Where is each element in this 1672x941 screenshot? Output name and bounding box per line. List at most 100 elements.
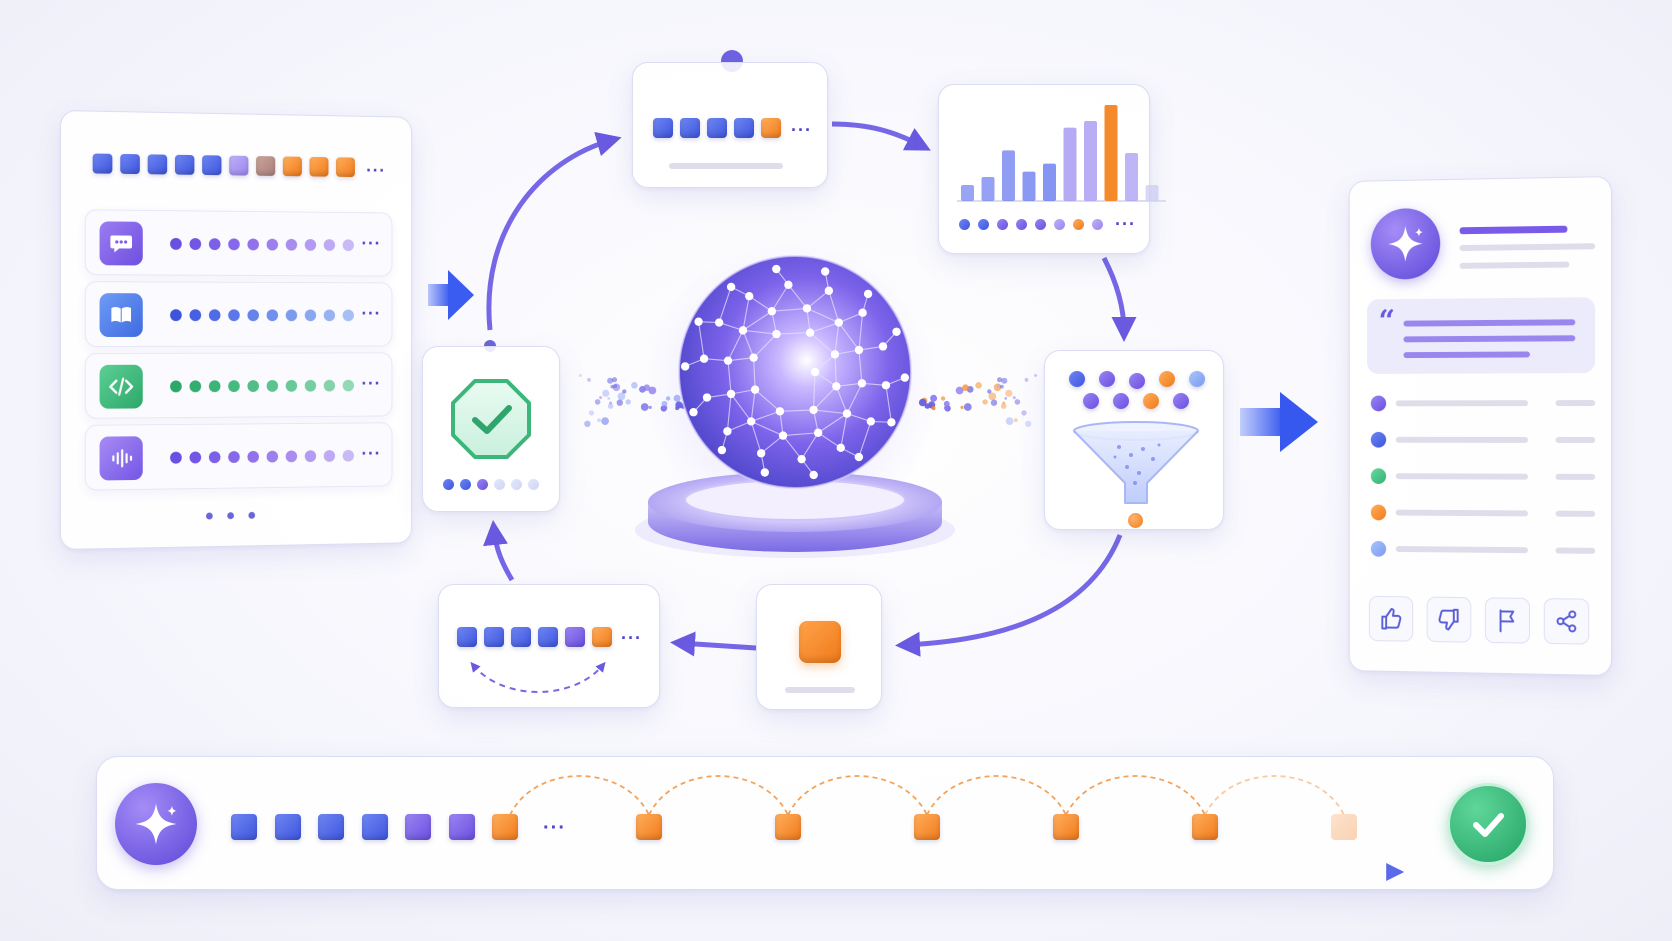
pedestal bbox=[635, 472, 955, 558]
network-node bbox=[694, 317, 703, 326]
network-edge bbox=[750, 421, 762, 454]
network-edge bbox=[806, 290, 830, 309]
network-edge bbox=[730, 393, 752, 422]
particle bbox=[675, 406, 680, 411]
particle bbox=[588, 410, 595, 416]
thumbs-up-icon bbox=[1378, 606, 1403, 632]
sparkle-icon bbox=[115, 783, 197, 865]
quote-block: “ bbox=[1366, 297, 1596, 374]
network-node bbox=[834, 318, 844, 327]
network-node bbox=[723, 427, 732, 436]
particle bbox=[601, 417, 609, 425]
particle bbox=[940, 396, 946, 401]
network-node bbox=[726, 389, 736, 399]
network-edge bbox=[742, 330, 755, 358]
probability-bar bbox=[1125, 153, 1138, 201]
candidate-ball bbox=[1143, 393, 1159, 409]
list-line bbox=[1395, 436, 1528, 443]
step-arc bbox=[509, 775, 650, 816]
network-edge bbox=[835, 386, 848, 414]
network-edge bbox=[809, 322, 839, 334]
loop-arrow-histogram-to-funnel bbox=[1101, 256, 1137, 342]
validation-dot bbox=[460, 479, 471, 490]
prompt-token bbox=[492, 814, 518, 840]
candidate-ball bbox=[1099, 371, 1115, 387]
network-edge bbox=[753, 333, 777, 359]
thumbs-down-button[interactable] bbox=[1426, 596, 1472, 643]
network-node bbox=[854, 452, 864, 462]
source-row-document[interactable]: ··· bbox=[84, 281, 393, 347]
list-line bbox=[1395, 509, 1528, 517]
particle bbox=[578, 374, 582, 377]
particle bbox=[944, 405, 949, 411]
network-node bbox=[802, 304, 812, 313]
flag-button[interactable] bbox=[1484, 597, 1530, 644]
particle bbox=[631, 382, 638, 389]
candidate-ball bbox=[1083, 393, 1099, 409]
histogram-dot bbox=[1016, 219, 1027, 230]
probability-bar bbox=[1022, 171, 1036, 201]
network-edge bbox=[760, 435, 784, 454]
network-edge bbox=[698, 321, 705, 359]
network-edge bbox=[742, 329, 777, 335]
network-node bbox=[820, 267, 830, 276]
subtitle-line bbox=[1459, 261, 1570, 269]
network-node bbox=[717, 445, 727, 455]
prompt-token bbox=[231, 814, 257, 840]
prompt-token bbox=[448, 814, 475, 840]
feedback-actions bbox=[1368, 595, 1603, 645]
probability-bar bbox=[1084, 121, 1097, 201]
network-node bbox=[778, 431, 788, 440]
histogram-dot bbox=[978, 219, 989, 230]
network-node bbox=[854, 345, 864, 355]
network-node bbox=[738, 326, 748, 335]
network-node bbox=[857, 379, 867, 388]
response-panel: “ bbox=[1348, 176, 1612, 676]
network-node bbox=[809, 470, 818, 480]
network-node bbox=[745, 291, 754, 301]
network-edge bbox=[813, 385, 837, 411]
chat-bubble-icon bbox=[99, 221, 143, 266]
particle bbox=[643, 384, 651, 392]
sampling-funnel-card bbox=[1044, 350, 1224, 530]
generated-token bbox=[914, 814, 940, 840]
thumbs-up-button[interactable] bbox=[1368, 595, 1414, 642]
token-square bbox=[707, 118, 727, 138]
particle bbox=[962, 384, 969, 392]
particle bbox=[982, 399, 988, 405]
token-square bbox=[761, 118, 781, 138]
generated-token bbox=[1053, 814, 1079, 840]
particle bbox=[648, 386, 657, 395]
network-edge bbox=[776, 332, 811, 335]
selected-probability-bar bbox=[1104, 105, 1118, 201]
prompt-token bbox=[405, 814, 431, 840]
share-button[interactable] bbox=[1543, 598, 1590, 645]
network-edge bbox=[787, 284, 808, 309]
network-node bbox=[813, 428, 823, 437]
histogram-dot bbox=[1092, 219, 1103, 230]
candidate-ball bbox=[1069, 371, 1085, 387]
network-edge bbox=[726, 393, 732, 432]
thumbs-down-icon bbox=[1436, 607, 1461, 633]
token-square bbox=[734, 118, 754, 138]
subtitle-line bbox=[1459, 243, 1596, 252]
append-token-card: ··· bbox=[438, 584, 660, 708]
source-row-chat[interactable]: ··· bbox=[84, 209, 393, 277]
particle bbox=[930, 394, 938, 402]
particle bbox=[1005, 417, 1014, 425]
network-node bbox=[863, 289, 873, 299]
network-edge bbox=[814, 353, 836, 373]
probability-bar bbox=[1002, 150, 1015, 201]
particle bbox=[1024, 378, 1029, 382]
network-edge bbox=[858, 312, 864, 351]
list-value-line bbox=[1555, 473, 1596, 480]
particle bbox=[1001, 377, 1008, 384]
autoregressive-steps bbox=[509, 775, 1405, 881]
particle bbox=[955, 386, 964, 395]
particle bbox=[1005, 389, 1013, 397]
network-edge bbox=[840, 413, 848, 448]
token-square bbox=[653, 118, 673, 138]
list-bullet bbox=[1370, 395, 1387, 412]
network-node bbox=[772, 264, 781, 274]
network-edge bbox=[718, 286, 732, 323]
